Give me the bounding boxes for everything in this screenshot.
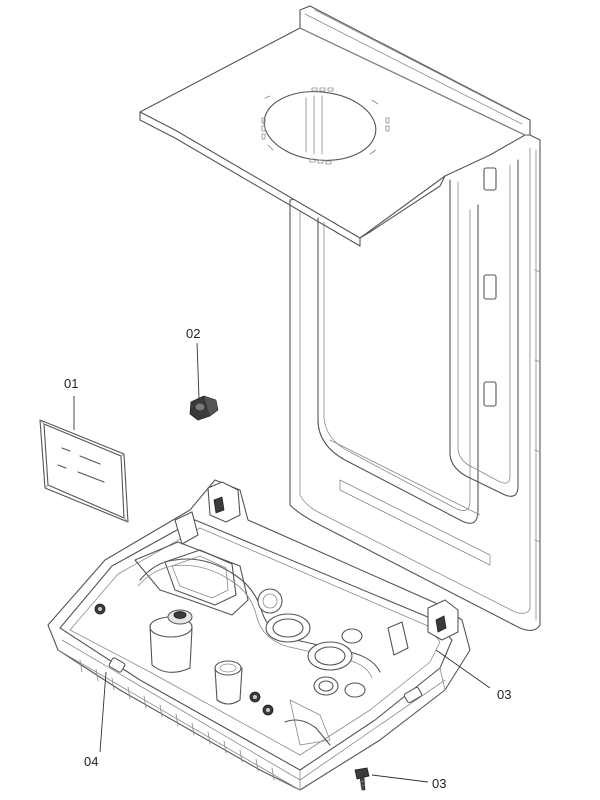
top-plate bbox=[139, 5, 531, 247]
callout-03-bottom: 03 bbox=[432, 776, 447, 791]
callout-02: 02 bbox=[186, 326, 201, 341]
back-frame-panel bbox=[289, 129, 541, 631]
leader-02 bbox=[196, 342, 200, 399]
part-01-panel bbox=[39, 419, 129, 523]
leader-04 bbox=[99, 671, 107, 753]
base-tray bbox=[47, 479, 471, 791]
leader-03b bbox=[371, 774, 429, 783]
leader-03a bbox=[435, 649, 491, 689]
callout-01: 01 bbox=[64, 376, 79, 391]
screw-part-03 bbox=[354, 767, 370, 791]
callout-03-right: 03 bbox=[497, 687, 512, 702]
part-02-fitting bbox=[189, 395, 219, 421]
callout-04: 04 bbox=[84, 754, 99, 769]
